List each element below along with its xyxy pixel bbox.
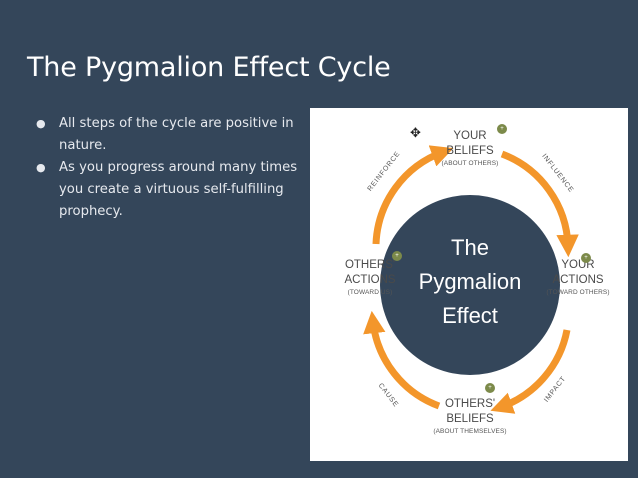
bullet-list: ● All steps of the cycle are positive in… bbox=[36, 113, 306, 223]
bullet-text: As you progress around many times you cr… bbox=[59, 160, 298, 219]
center-line: Effect bbox=[442, 303, 498, 328]
influence-arrow bbox=[500, 150, 579, 258]
bullet-icon: ● bbox=[36, 117, 46, 130]
node-title: BELIEFS bbox=[446, 413, 494, 425]
cycle-arrows bbox=[363, 145, 579, 414]
node-subtitle: (TOWARD US) bbox=[347, 289, 393, 296]
pygmalion-cycle-diagram: ✥ The Pygmalion Effect YOUR BELIEFS (ABO… bbox=[310, 108, 628, 461]
node-subtitle: (TOWARD OTHERS) bbox=[546, 289, 610, 296]
cause-arrow bbox=[363, 310, 441, 410]
node-subtitle: (ABOUT THEMSELVES) bbox=[433, 428, 507, 435]
bullet-item: ● As you progress around many times you … bbox=[36, 157, 306, 223]
node-title: YOUR bbox=[453, 130, 487, 142]
node-others-beliefs: OTHERS' BELIEFS (ABOUT THEMSELVES) bbox=[428, 397, 512, 437]
node-title: OTHERS' bbox=[444, 398, 496, 410]
impact-arrow bbox=[490, 329, 571, 414]
center-line: The bbox=[451, 235, 489, 260]
plus-badge-icon: + bbox=[581, 253, 591, 263]
node-your-actions: YOUR ACTIONS (TOWARD OTHERS) bbox=[536, 258, 620, 298]
bullet-item: ● All steps of the cycle are positive in… bbox=[36, 113, 306, 157]
center-title: The Pygmalion Effect bbox=[410, 231, 530, 333]
node-your-beliefs: YOUR BELIEFS (ABOUT OTHERS) bbox=[430, 129, 510, 169]
plus-badge-icon: + bbox=[485, 383, 495, 393]
plus-badge-icon: + bbox=[497, 124, 507, 134]
plus-badge-icon: + bbox=[392, 251, 402, 261]
node-title: BELIEFS bbox=[446, 145, 494, 157]
bullet-icon: ● bbox=[36, 161, 46, 174]
slide-title: The Pygmalion Effect Cycle bbox=[27, 52, 391, 83]
move-cursor-icon: ✥ bbox=[410, 126, 421, 141]
node-subtitle: (ABOUT OTHERS) bbox=[441, 160, 499, 167]
node-others-actions: OTHERS' ACTIONS (TOWARD US) bbox=[338, 258, 402, 298]
bullet-text: All steps of the cycle are positive in n… bbox=[59, 116, 294, 153]
node-title: OTHERS' bbox=[344, 259, 396, 271]
node-title: ACTIONS bbox=[552, 274, 604, 286]
node-title: ACTIONS bbox=[344, 274, 396, 286]
center-line: Pygmalion bbox=[418, 269, 522, 294]
node-title: YOUR bbox=[561, 259, 595, 271]
center-circle bbox=[380, 195, 560, 375]
reinforce-arrow bbox=[372, 145, 454, 245]
